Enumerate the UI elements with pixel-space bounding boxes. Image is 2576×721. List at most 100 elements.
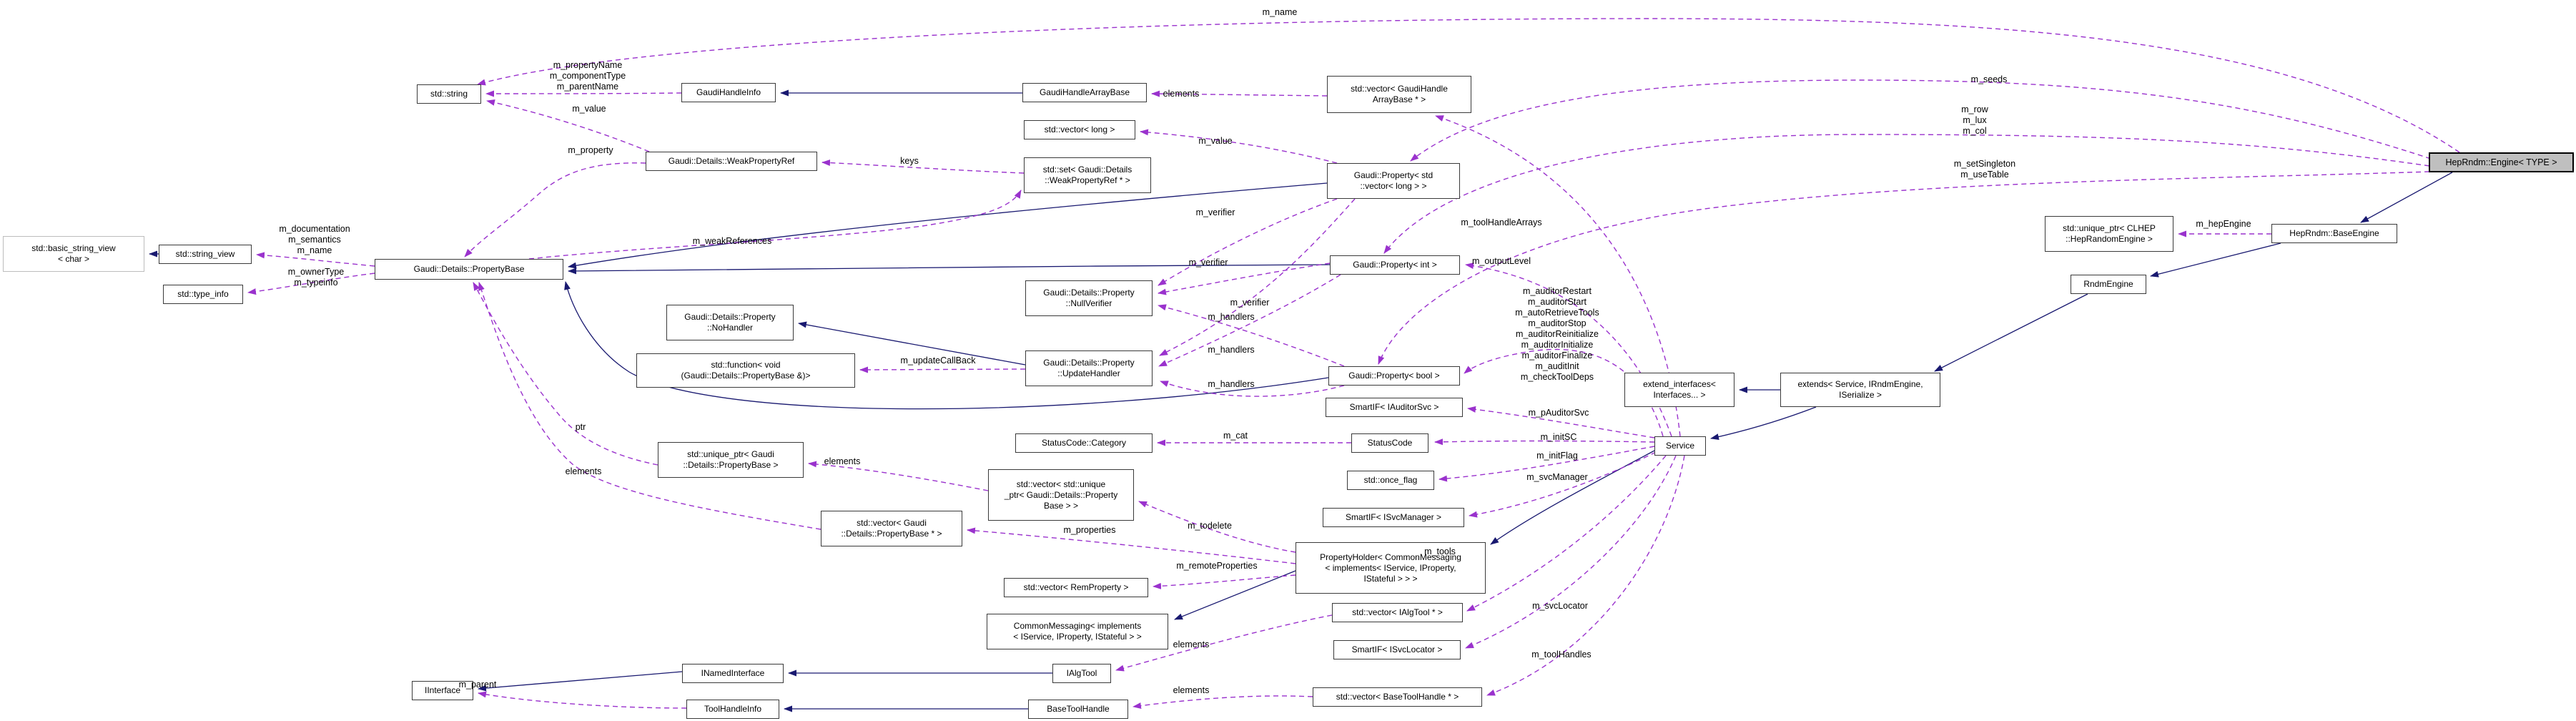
class-node-no-handler[interactable]: Gaudi::Details::Property::NoHandler — [666, 305, 794, 340]
edge-label-m_row: m_row m_lux m_col — [1961, 104, 1988, 136]
class-node-label: std::basic_string_view — [31, 243, 116, 253]
class-node-heprndm-baseengine[interactable]: HepRndm::BaseEngine — [2271, 224, 2397, 243]
edge-service-to-iauditorsvc-m-pauditorsvc — [1467, 406, 1655, 438]
edge-vec-bth-to-basetoolhandle-elements — [1132, 695, 1313, 710]
class-node-type-info[interactable]: std::type_info — [163, 285, 243, 304]
class-node-label: SmartIF< ISvcManager > — [1345, 512, 1442, 522]
class-node-statuscode[interactable]: StatusCode — [1351, 433, 1428, 453]
class-node-extend-interfaces[interactable]: extend_interfaces<Interfaces... > — [1624, 373, 1734, 407]
edge-label-m_verifier: m_verifier — [1195, 207, 1235, 217]
edge-label-elements: elements — [565, 466, 602, 476]
class-node-label: extend_interfaces< — [1643, 379, 1716, 389]
class-node-gaudi-handle-array-base[interactable]: GaudiHandleArrayBase — [1022, 83, 1147, 102]
class-node-label: extends< Service, IRndmEngine, — [1797, 379, 1923, 389]
class-node-iinterface[interactable]: IInterface — [412, 681, 473, 700]
class-node-label: ::WeakPropertyRef * > — [1045, 175, 1130, 185]
class-node-set-weak-property-ref[interactable]: std::set< Gaudi::Details::WeakPropertyRe… — [1024, 157, 1151, 193]
edge-label-keys: keys — [900, 156, 919, 166]
class-node-label: ISerialize > — [1839, 390, 1882, 400]
edge-label-m_toolHandleArrays: m_toolHandleArrays — [1461, 217, 1542, 227]
edge-label-m_toolHandles: m_toolHandles — [1531, 649, 1592, 659]
class-node-toolhandleinfo[interactable]: ToolHandleInfo — [686, 700, 779, 719]
class-node-vector-rem-property[interactable]: std::vector< RemProperty > — [1004, 578, 1148, 597]
class-node-update-handler[interactable]: Gaudi::Details::Property::UpdateHandler — [1025, 350, 1153, 386]
class-node-property-holder[interactable]: PropertyHolder< CommonMessaging< impleme… — [1296, 542, 1486, 594]
class-node-string-view[interactable]: std::string_view — [159, 245, 252, 264]
class-node-label: < implements< IService, IProperty, — [1325, 562, 1456, 573]
class-node-smartif-isvcmanager[interactable]: SmartIF< ISvcManager > — [1323, 508, 1464, 527]
class-node-label: std::string — [430, 89, 468, 99]
class-node-label: StatusCode — [1367, 438, 1413, 448]
class-node-std-function[interactable]: std::function< void(Gaudi::Details::Prop… — [636, 353, 855, 388]
edge-label-ptr: ptr — [575, 422, 586, 432]
class-node-vector-long[interactable]: std::vector< long > — [1024, 120, 1135, 139]
class-node-service[interactable]: Service — [1654, 436, 1706, 456]
edge-label-m_verifier: m_verifier — [1188, 258, 1228, 268]
class-node-property-vector-long[interactable]: Gaudi::Property< std::vector< long > > — [1327, 163, 1460, 199]
edge-label-m_properties: m_properties — [1063, 525, 1116, 535]
edge-updatehandler-to-stdfunction-m-updatecallback — [859, 366, 1026, 373]
class-node-once-flag[interactable]: std::once_flag — [1347, 471, 1434, 490]
class-node-unique-ptr-clhep[interactable]: std::unique_ptr< CLHEP::HepRandomEngine … — [2045, 216, 2173, 252]
edge-uniqueptr-pb-to-propertybase-ptr — [473, 282, 658, 466]
class-node-property-int[interactable]: Gaudi::Property< int > — [1330, 255, 1460, 275]
class-node-property-bool[interactable]: Gaudi::Property< bool > — [1328, 366, 1460, 386]
edge-service-to-vec-bth-m-toolhandles — [1486, 455, 1685, 696]
class-node-ialgtool[interactable]: IAlgTool — [1052, 664, 1111, 683]
edge-baseengine-to-rndmengine — [2150, 242, 2281, 278]
edge-label-m_todelete: m_todelete — [1188, 521, 1232, 531]
class-node-label: Gaudi::Property< int > — [1353, 260, 1437, 270]
class-node-property-base[interactable]: Gaudi::Details::PropertyBase — [375, 259, 563, 280]
edge-label-m_ownerType: m_ownerType m_typeinfo — [287, 267, 345, 288]
class-node-label: std::vector< BaseToolHandle * > — [1336, 692, 1459, 702]
edge-label-m_outputLevel: m_outputLevel — [1471, 256, 1531, 266]
class-node-label: Service — [1665, 441, 1694, 451]
class-node-unique-ptr-property-base[interactable]: std::unique_ptr< Gaudi::Details::Propert… — [658, 442, 804, 478]
class-node-vector-property-base-ptr[interactable]: std::vector< Gaudi::Details::PropertyBas… — [821, 511, 962, 546]
class-node-vector-unique-ptr-property-base[interactable]: std::vector< std::unique_ptr< Gaudi::Det… — [988, 469, 1134, 521]
class-node-label: GaudiHandleInfo — [696, 87, 761, 97]
edge-prop-bool-to-propertybase — [564, 281, 1329, 410]
edge-updatehandler-to-nohandler — [798, 321, 1026, 366]
class-node-smartif-iauditorsvc[interactable]: SmartIF< IAuditorSvc > — [1326, 398, 1463, 417]
edge-label-m_handlers: m_handlers — [1208, 312, 1255, 322]
edge-rndmengine-to-extends — [1934, 293, 2088, 372]
class-node-label: std::function< void — [711, 360, 781, 370]
edge-service-to-propertyholder — [1490, 450, 1655, 545]
class-node-inamedinterface[interactable]: INamedInterface — [682, 664, 784, 683]
class-node-label: SmartIF< IAuditorSvc > — [1349, 402, 1439, 412]
edge-wpr-to-stdstring-m-value — [486, 99, 650, 152]
class-node-label: std::string_view — [175, 249, 235, 259]
edge-vec-uptr-to-uptr-pb-elements — [808, 461, 989, 491]
class-node-basetoolhandle[interactable]: BaseToolHandle — [1028, 700, 1128, 719]
class-node-null-verifier[interactable]: Gaudi::Details::Property::NullVerifier — [1025, 280, 1153, 316]
edge-label-elements: elements — [1173, 639, 1210, 649]
class-node-label: ::HepRandomEngine > — [2066, 234, 2153, 244]
edge-label-m_svcLocator: m_svcLocator — [1532, 601, 1588, 611]
edge-prop-vec-long-to-nullverifier-m-verifier — [1158, 198, 1338, 286]
edge-wpr-to-propertybase-m-property — [464, 162, 646, 258]
class-node-gaudi-handle-info[interactable]: GaudiHandleInfo — [681, 83, 776, 102]
edge-propertybase-to-set-wpr-m-weakreferences — [528, 190, 1022, 260]
class-node-label: IAlgTool — [1066, 668, 1097, 678]
class-node-smartif-isvclocator[interactable]: SmartIF< ISvcLocator > — [1333, 640, 1461, 659]
class-node-label: ::Details::PropertyBase * > — [841, 529, 942, 539]
class-node-vector-ialgtool[interactable]: std::vector< IAlgTool * > — [1332, 603, 1463, 622]
class-node-rndmengine[interactable]: RndmEngine — [2071, 275, 2146, 294]
class-node-std-string[interactable]: std::string — [417, 84, 481, 104]
class-node-statuscode-category[interactable]: StatusCode::Category — [1015, 433, 1153, 453]
class-node-common-messaging[interactable]: CommonMessaging< implements< IService, I… — [987, 614, 1168, 649]
class-node-extends[interactable]: extends< Service, IRndmEngine,ISerialize… — [1780, 373, 1940, 407]
class-node-weak-property-ref[interactable]: Gaudi::Details::WeakPropertyRef — [646, 152, 817, 171]
edge-service-to-isvcmanager-m-svcmanager — [1469, 451, 1657, 518]
edge-prop-bool-to-nullverifier-m-verifier — [1158, 304, 1345, 367]
class-node-label: Interfaces... > — [1653, 390, 1706, 400]
class-node-vector-basetoolhandle[interactable]: std::vector< BaseToolHandle * > — [1313, 687, 1482, 707]
class-node-label: ArrayBase * > — [1372, 94, 1426, 104]
edge-label-m_svcManager: m_svcManager — [1526, 472, 1588, 482]
class-node-basic-string-view[interactable]: std::basic_string_view< char > — [3, 236, 144, 272]
class-node-label: < IService, IProperty, IStateful > > — [1013, 632, 1142, 642]
class-node-label: CommonMessaging< implements — [1013, 621, 1142, 631]
